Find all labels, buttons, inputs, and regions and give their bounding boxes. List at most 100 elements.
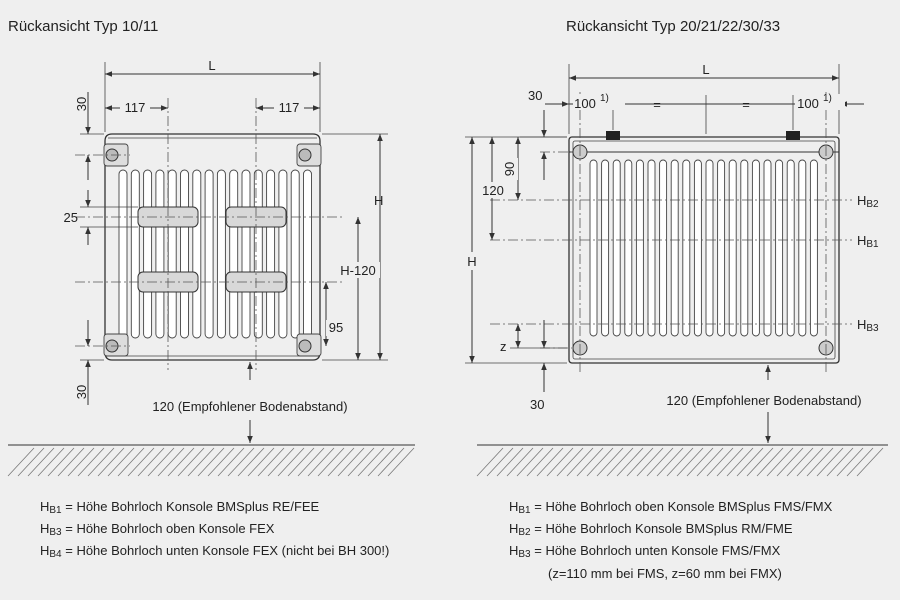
fin: [647, 159, 656, 337]
fin: [635, 159, 644, 337]
left-legend-hb3: HB3 = Höhe Bohrloch oben Konsole FEX: [40, 521, 275, 538]
hatch-line: [746, 447, 774, 477]
hatch-line: [97, 447, 125, 477]
left-dim-30-bottom: 30: [74, 385, 89, 399]
hatch-line: [676, 447, 704, 477]
left-dim-L: L: [208, 58, 215, 73]
hatch-line: [77, 447, 105, 477]
right-legend-note: (z=110 mm bei FMS, z=60 mm bei FMX): [548, 566, 782, 581]
hatch-line: [137, 447, 165, 477]
hatch-line: [576, 447, 604, 477]
fin: [717, 159, 726, 337]
hatch-line: [856, 447, 884, 477]
right-hb2-label: HB2: [857, 193, 879, 210]
fin: [682, 159, 691, 337]
left-drawing: Rückansicht Typ 10/11: [7, 18, 415, 560]
fin: [693, 159, 702, 337]
fin: [229, 169, 239, 339]
hatch-line: [556, 447, 584, 477]
hatch-line: [217, 447, 245, 477]
hatch-line: [317, 447, 345, 477]
hatch-line: [187, 447, 215, 477]
fin: [130, 169, 140, 339]
hatch-line: [696, 447, 724, 477]
fin: [155, 169, 165, 339]
fin: [798, 159, 807, 337]
hatch-line: [756, 447, 784, 477]
hatch-line: [87, 447, 115, 477]
hatch-line: [337, 447, 365, 477]
hatch-line: [806, 447, 834, 477]
hatch-line: [816, 447, 844, 477]
fin: [118, 169, 128, 339]
right-dim-L: L: [702, 62, 709, 77]
hatch-line: [636, 447, 664, 477]
hatch-line: [596, 447, 624, 477]
right-dim-100-right: 100: [797, 96, 819, 111]
fin: [589, 159, 598, 337]
fin: [670, 159, 679, 337]
hatch-line: [686, 447, 714, 477]
hatch-line: [666, 447, 694, 477]
hatch-line: [586, 447, 614, 477]
hatch-line: [786, 447, 814, 477]
left-radiator-fins: [118, 169, 312, 339]
hatch-line: [207, 447, 235, 477]
left-dim-H120: H-120: [340, 263, 375, 278]
hatch-line: [37, 447, 65, 477]
left-dim-95: 95: [329, 320, 343, 335]
hatch-line: [47, 447, 75, 477]
hatch-line: [347, 447, 375, 477]
fin: [278, 169, 288, 339]
hatch-line: [646, 447, 674, 477]
hatch-line: [776, 447, 804, 477]
right-radiator-outline: [568, 136, 840, 364]
hatch-line: [496, 447, 524, 477]
hatch-line: [57, 447, 85, 477]
hatch-line: [516, 447, 544, 477]
left-dim-H: H: [374, 193, 383, 208]
left-legend-hb1: HB1 = Höhe Bohrloch Konsole BMSplus RE/F…: [40, 499, 320, 516]
hatch-line: [716, 447, 744, 477]
fin: [601, 159, 610, 337]
hatch-line: [7, 447, 35, 477]
left-dim-30-top: 30: [74, 97, 89, 111]
hatch-line: [846, 447, 874, 477]
hatch-line: [287, 447, 315, 477]
hatch-line: [377, 447, 405, 477]
hatch-line: [357, 447, 385, 477]
hatch-line: [307, 447, 335, 477]
fin: [290, 169, 300, 339]
left-dim-117-right: 117: [279, 100, 300, 115]
hatch-line: [247, 447, 275, 477]
right-hanger-left: [606, 131, 620, 140]
fin: [192, 169, 202, 339]
fin: [216, 169, 226, 339]
left-title: Rückansicht Typ 10/11: [8, 18, 158, 35]
hatch-line: [616, 447, 644, 477]
hatch-line: [277, 447, 305, 477]
hatch-line: [726, 447, 754, 477]
fin: [143, 169, 153, 339]
hatch-line: [327, 447, 355, 477]
fin: [751, 159, 760, 337]
hatch-line: [27, 447, 55, 477]
right-legend-hb3: HB3 = Höhe Bohrloch unten Konsole FMS/FM…: [509, 543, 781, 560]
fin: [728, 159, 737, 337]
right-legend-hb1: HB1 = Höhe Bohrloch oben Konsole BMSplus…: [509, 499, 833, 516]
fin: [612, 159, 621, 337]
fin: [180, 169, 189, 339]
right-dim-100-left: 100: [574, 96, 596, 111]
hatch-line: [826, 447, 854, 477]
hatch-line: [167, 447, 195, 477]
fin: [763, 159, 772, 337]
right-dim-z: z: [500, 339, 507, 354]
left-dim-25: 25: [64, 210, 78, 225]
left-floor-hatch: [7, 447, 415, 477]
hatch-line: [367, 447, 395, 477]
hatch-line: [387, 447, 415, 477]
hatch-line: [486, 447, 514, 477]
hatch-line: [157, 447, 185, 477]
left-legend: HB1 = Höhe Bohrloch Konsole BMSplus RE/F…: [40, 499, 389, 560]
